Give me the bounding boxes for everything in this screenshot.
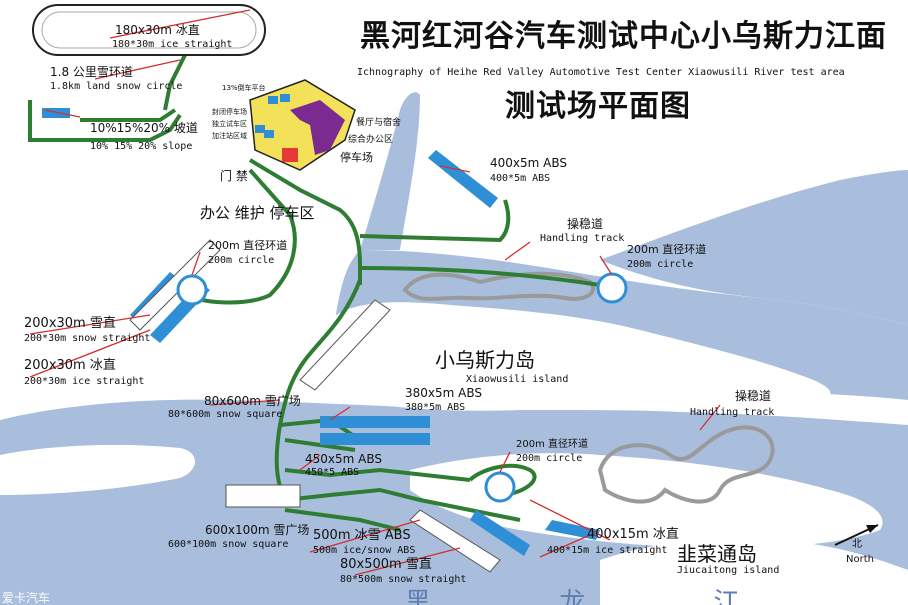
handling-track-1	[402, 271, 596, 301]
label-island-en: Xiaowusili island	[466, 374, 569, 385]
handling-track-2	[597, 425, 775, 504]
label-small-slope13: 13%倒车平台	[222, 84, 266, 92]
label-snow80-en: 80*500m snow straight	[340, 574, 467, 585]
label-office-zone: 办公 维护 停车区	[200, 204, 315, 222]
label-north-en: North	[846, 554, 874, 565]
label-small-indep: 独立试车区	[212, 120, 247, 128]
label-ice500-en: 500m ice/snow ABS	[313, 545, 416, 556]
label-island2-cn: 韭菜通岛	[677, 542, 757, 566]
label-snow200-cn: 200x30m 雪直	[24, 316, 116, 331]
map-title-line2: 测试场平面图	[505, 89, 691, 124]
label-sq600-en: 600*100m snow square	[168, 539, 289, 550]
label-ice180-cn: 180x30m 冰直	[115, 23, 200, 37]
label-circ1-en: 200m circle	[627, 259, 694, 270]
label-island2-en: Jiucaitong island	[677, 565, 780, 576]
label-ring18-en: 1.8km land snow circle	[50, 81, 183, 92]
island-xiaowusili-shape	[328, 302, 831, 411]
label-river: 黑 龙 江	[405, 588, 800, 605]
label-ice500-cn: 500m 冰雪 ABS	[313, 528, 411, 543]
label-slope-en: 10% 15% 20% slope	[90, 141, 193, 152]
label-office-area: 综合办公区	[348, 135, 394, 145]
map-title-english: Ichnography of Heihe Red Valley Automoti…	[357, 67, 845, 78]
river-channel	[360, 92, 420, 250]
label-snow80-cn: 80x500m 雪直	[340, 557, 432, 572]
label-abs400-cn: 400x5m ABS	[490, 156, 567, 170]
label-ice400-en: 400*15m ice straight	[547, 545, 668, 556]
label-island-cn: 小乌斯力岛	[435, 348, 535, 372]
watermark: 爱卡汽车	[2, 591, 51, 605]
river-right	[600, 170, 908, 325]
label-handling2-cn: 操稳道	[735, 389, 772, 403]
label-snow200-en: 200*30m snow straight	[24, 333, 151, 344]
office-compound	[249, 79, 356, 171]
label-sq600-cn: 600x100m 雪广场	[205, 523, 310, 537]
label-north-cn: 北	[852, 539, 862, 550]
island-left-shape	[0, 444, 195, 495]
label-circ3-cn: 200m 直径环道	[516, 439, 589, 450]
label-abs450-en: 450*5 ABS	[305, 467, 360, 478]
label-handling1-cn: 操稳道	[567, 217, 604, 231]
label-circ2-cn: 200m 直径环道	[208, 239, 288, 252]
island-jiucaitong-shape	[600, 538, 908, 605]
label-sq80-en: 80*600m snow square	[168, 409, 283, 420]
label-small-closed: 封闭停车场	[212, 108, 247, 116]
label-slope-cn: 10%15%20% 坡道	[90, 121, 198, 135]
label-ice180-en: 180*30m ice straight	[112, 39, 233, 50]
map-title-line1: 黑河红河谷汽车测试中心小乌斯力江面	[360, 19, 887, 54]
label-leaders	[29, 9, 721, 576]
label-circ2-en: 200m circle	[208, 255, 275, 266]
label-ice200-cn: 200x30m 冰直	[24, 358, 116, 373]
label-sq80-cn: 80x600m 雪广场	[204, 394, 301, 408]
label-handling2-en: Handling track	[690, 407, 775, 418]
label-abs400-en: 400*5m ABS	[490, 173, 551, 184]
label-small-fuel: 加注站区域	[212, 132, 247, 140]
white-tracks	[129, 239, 501, 573]
label-ice200-en: 200*30m ice straight	[24, 376, 145, 387]
label-handling1-en: Handling track	[540, 233, 625, 244]
label-ice400-cn: 400x15m 冰直	[587, 527, 679, 542]
label-circ3-en: 200m circle	[516, 453, 583, 464]
label-abs380-en: 380*5m ABS	[405, 402, 466, 413]
label-restaurant: 餐厅与宿舍	[356, 118, 402, 128]
label-abs380-cn: 380x5m ABS	[405, 386, 482, 400]
label-circ1-cn: 200m 直径环道	[627, 243, 707, 256]
circle-tracks	[176, 272, 628, 503]
label-abs450-cn: 450x5m ABS	[305, 452, 382, 466]
north-arrow-head-icon	[866, 525, 878, 533]
label-parking: 停车场	[340, 151, 373, 164]
label-gate: 门 禁	[220, 169, 248, 183]
label-ring18-cn: 1.8 公里雪环道	[50, 65, 133, 79]
